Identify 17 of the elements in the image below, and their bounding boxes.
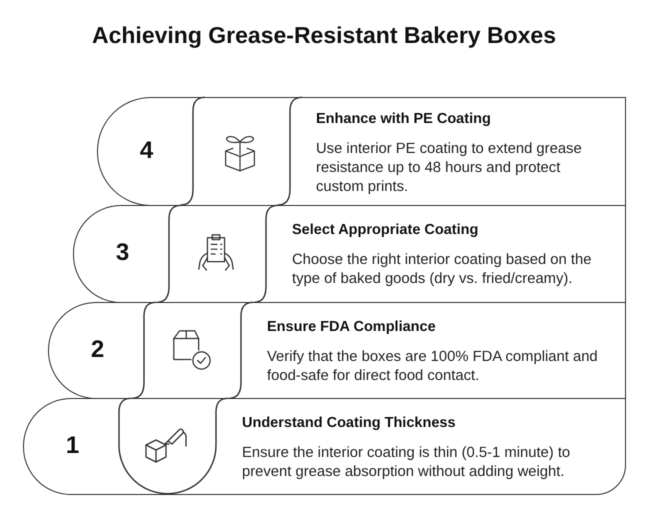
step-number: 4 xyxy=(140,138,154,164)
step-title: Select Appropriate Coating xyxy=(292,220,478,239)
step-description: Use interior PE coating to extend grease resistance up to 48 hours and protect custom prints. xyxy=(316,140,583,197)
step-title: Understand Coating Thickness xyxy=(242,414,456,432)
step-band xyxy=(73,204,626,303)
step-number: 3 xyxy=(116,240,130,266)
step-title: Enhance with PE Coating xyxy=(316,110,491,128)
step-number: 2 xyxy=(90,336,104,363)
step-band xyxy=(23,398,626,495)
step-number: 1 xyxy=(66,432,80,459)
step-band xyxy=(48,302,626,399)
step-description: Ensure the interior coating is thin (0.5-1 minute) to prevent grease absorption without adding weight. xyxy=(242,444,572,482)
step-title: Ensure FDA Compliance xyxy=(267,318,436,336)
page-title: Achieving Grease-Resistant Bakery Boxes xyxy=(92,22,556,49)
step-description: Choose the right interior coating based on the type of baked goods (dry vs. fried/creamy). xyxy=(292,250,592,289)
step-description: Verify that the boxes are 100% FDA compliant and food-safe for direct food contact. xyxy=(267,348,599,386)
step-band xyxy=(97,97,626,206)
